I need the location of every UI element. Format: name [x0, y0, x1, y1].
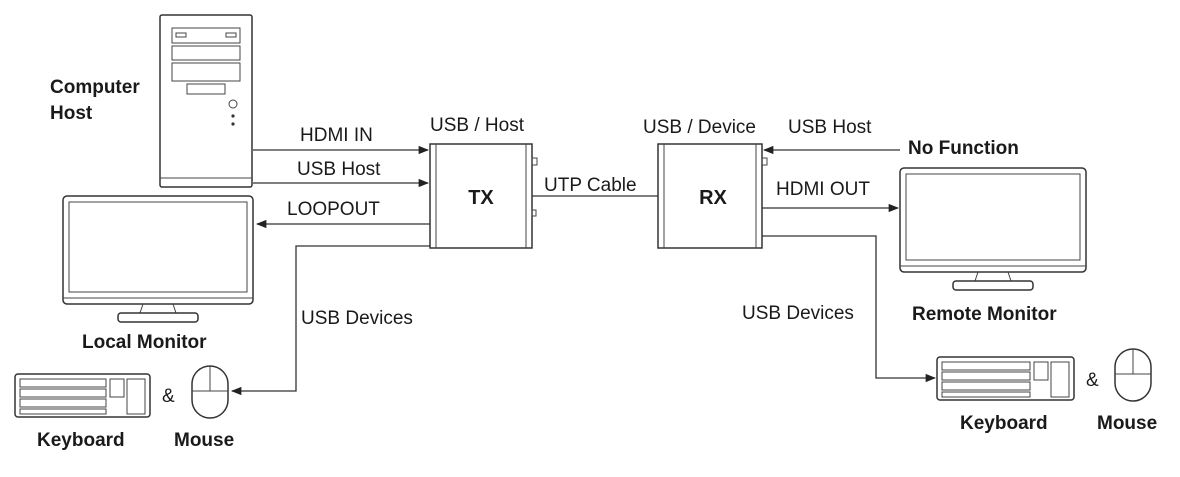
ampersand-left: &	[162, 386, 175, 407]
keyboard-left-icon	[14, 373, 151, 418]
usb-device-top-label: USB / Device	[643, 117, 756, 138]
tx-transmitter-box	[429, 143, 538, 249]
mouse-left-label: Mouse	[174, 430, 234, 451]
usb-devices-left-label: USB Devices	[301, 308, 413, 329]
remote-monitor-label: Remote Monitor	[912, 304, 1057, 325]
keyboard-right-label: Keyboard	[960, 413, 1048, 434]
usb-devices-left-connector	[230, 245, 430, 396]
usb-devices-right-connector	[762, 235, 937, 383]
ampersand-right: &	[1086, 370, 1099, 391]
no-function-label: No Function	[908, 138, 1019, 159]
computer-host-label-line2: Host	[50, 103, 93, 124]
loopout-label: LOOPOUT	[287, 199, 380, 220]
remote-monitor-icon	[899, 167, 1087, 291]
usb-devices-right-label: USB Devices	[742, 303, 854, 324]
hdmi-out-label: HDMI OUT	[776, 179, 870, 200]
keyboard-left-label: Keyboard	[37, 430, 125, 451]
mouse-right-label: Mouse	[1097, 413, 1157, 434]
usb-host-right-label: USB Host	[788, 117, 872, 138]
local-monitor-icon	[62, 195, 254, 323]
usb-host-top-label: USB / Host	[430, 115, 525, 136]
usb-host-left-label: USB Host	[297, 159, 381, 180]
mouse-right-icon	[1114, 348, 1152, 402]
computer-host-label-line1: Computer	[50, 77, 140, 98]
mouse-left-icon	[191, 365, 229, 419]
tx-label: TX	[468, 187, 494, 209]
local-monitor-label: Local Monitor	[82, 332, 207, 353]
computer-tower-icon	[159, 14, 253, 188]
keyboard-right-icon	[936, 356, 1075, 401]
hdmi-in-label: HDMI IN	[300, 125, 373, 146]
rx-label: RX	[699, 187, 727, 209]
utp-cable-label: UTP Cable	[544, 175, 637, 196]
